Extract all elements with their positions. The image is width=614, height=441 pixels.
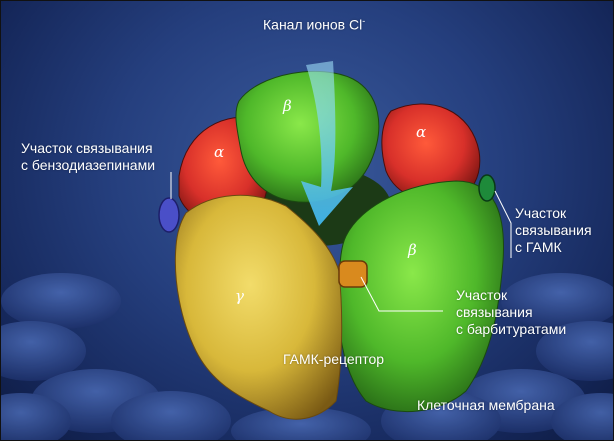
alpha-left-letter: α xyxy=(214,143,224,161)
barbiturate-binding-site xyxy=(339,261,367,287)
gaba-site-label: Участок связывания с ГАМК xyxy=(515,205,592,256)
receptor-label: ГАМК-рецептор xyxy=(283,351,384,368)
barbiturate-site-label: Участок связывания с барбитуратами xyxy=(456,287,566,338)
beta-top-letter: β xyxy=(283,97,292,115)
benzodiazepine-binding-site xyxy=(159,198,179,232)
gaba-binding-site xyxy=(479,175,495,201)
beta-right-letter: β xyxy=(408,241,417,259)
channel-title: Канал ионов Cl- xyxy=(263,13,365,34)
gamma-letter: γ xyxy=(235,287,244,305)
alpha-right-letter: α xyxy=(416,123,426,141)
benzodiazepine-site-label: Участок связывания с бензодиазепинами xyxy=(21,140,155,174)
membrane-label: Клеточная мембрана xyxy=(417,397,555,414)
